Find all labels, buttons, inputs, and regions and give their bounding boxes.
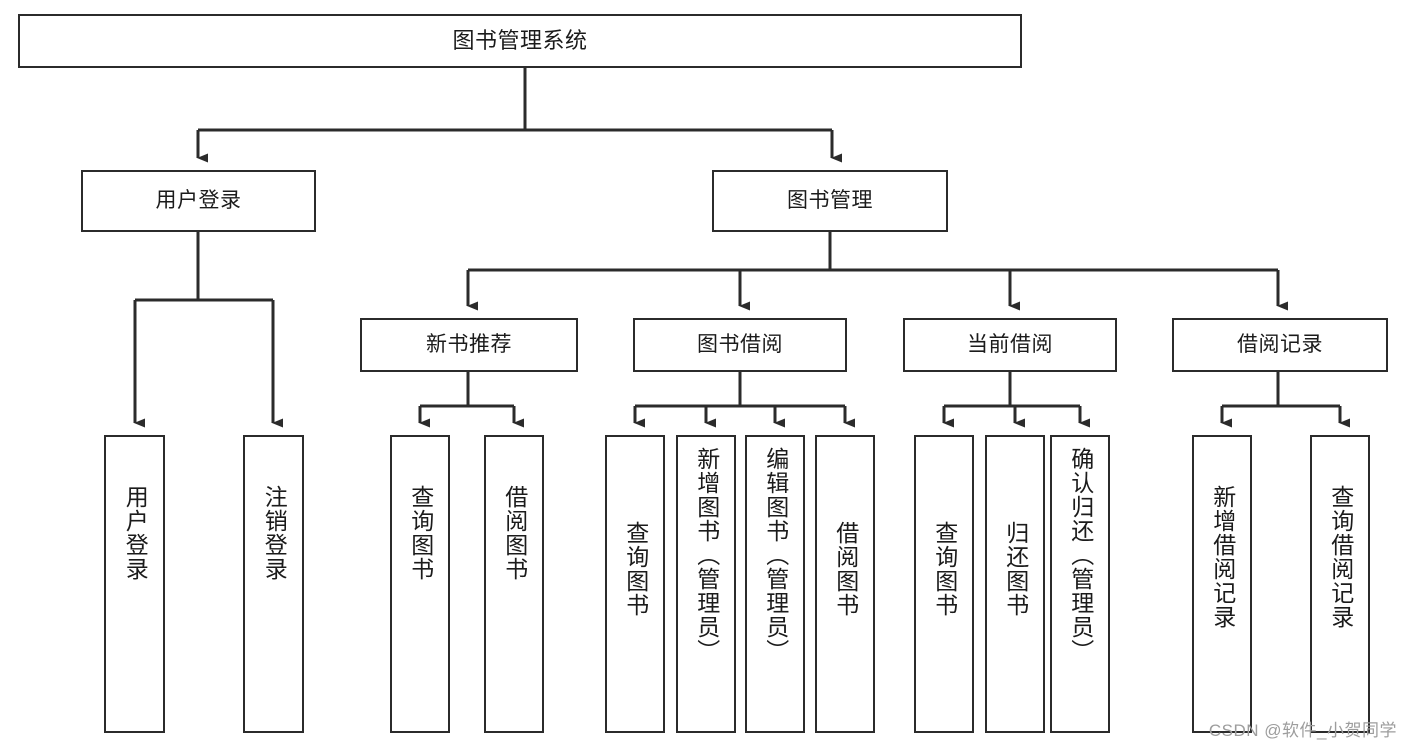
node-label: 借阅图书 xyxy=(501,485,528,581)
leaf-book-borrow-borrow[interactable]: 借阅图书 xyxy=(815,435,875,733)
node-label: 新书推荐 xyxy=(426,332,512,356)
node-label: 注销登录 xyxy=(261,485,288,581)
csdn-watermark: CSDN @软件_小贺同学 xyxy=(1208,721,1397,740)
node-user-login[interactable]: 用户登录 xyxy=(81,170,316,232)
leaf-new-book-borrow[interactable]: 借阅图书 xyxy=(484,435,544,733)
node-label: 确认归还（管理员） xyxy=(1067,447,1094,663)
node-label: 借阅图书 xyxy=(832,521,859,617)
leaf-book-borrow-query[interactable]: 查询图书 xyxy=(605,435,665,733)
leaf-current-borrow-return[interactable]: 归还图书 xyxy=(985,435,1045,733)
node-current-borrow[interactable]: 当前借阅 xyxy=(903,318,1117,372)
leaf-borrow-records-add[interactable]: 新增借阅记录 xyxy=(1192,435,1252,733)
leaf-new-book-query[interactable]: 查询图书 xyxy=(390,435,450,733)
node-label: 用户登录 xyxy=(122,485,149,581)
leaf-user-login-logout[interactable]: 注销登录 xyxy=(243,435,304,733)
node-label: 查询图书 xyxy=(931,521,958,617)
leaf-current-borrow-query[interactable]: 查询图书 xyxy=(914,435,974,733)
node-label: 新增借阅记录 xyxy=(1209,485,1236,629)
node-label: 当前借阅 xyxy=(967,332,1053,356)
node-book-management[interactable]: 图书管理 xyxy=(712,170,948,232)
leaf-book-borrow-edit-admin[interactable]: 编辑图书（管理员） xyxy=(745,435,805,733)
node-label: 查询图书 xyxy=(407,485,434,581)
node-label: 图书管理系统 xyxy=(452,28,588,54)
node-book-borrow[interactable]: 图书借阅 xyxy=(633,318,847,372)
node-label: 归还图书 xyxy=(1002,521,1029,617)
node-label: 查询借阅记录 xyxy=(1327,485,1354,629)
node-label: 查询图书 xyxy=(622,521,649,617)
leaf-current-borrow-confirm-admin[interactable]: 确认归还（管理员） xyxy=(1050,435,1110,733)
node-label: 编辑图书（管理员） xyxy=(762,447,789,663)
node-label: 新增图书（管理员） xyxy=(693,447,720,663)
node-new-book-recommend[interactable]: 新书推荐 xyxy=(360,318,578,372)
leaf-user-login-login[interactable]: 用户登录 xyxy=(104,435,165,733)
node-label: 图书借阅 xyxy=(697,332,783,356)
leaf-borrow-records-query[interactable]: 查询借阅记录 xyxy=(1310,435,1370,733)
node-root-book-management-system[interactable]: 图书管理系统 xyxy=(18,14,1022,68)
node-label: 用户登录 xyxy=(155,188,242,212)
leaf-book-borrow-add-admin[interactable]: 新增图书（管理员） xyxy=(676,435,736,733)
node-borrow-records[interactable]: 借阅记录 xyxy=(1172,318,1388,372)
node-label: 图书管理 xyxy=(787,188,873,212)
node-label: 借阅记录 xyxy=(1237,332,1323,356)
